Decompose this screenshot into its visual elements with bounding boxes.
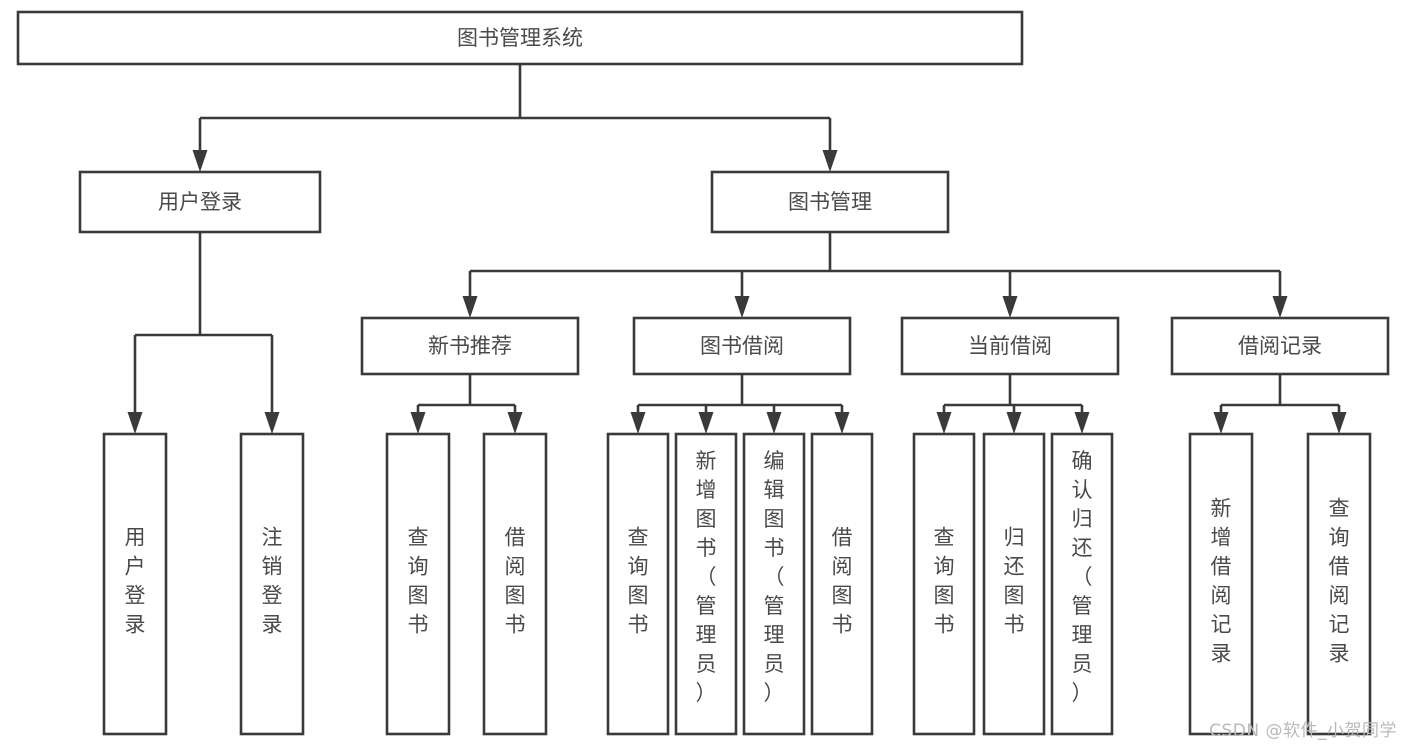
- level2-node-2[interactable]: 图书管理: [710, 170, 950, 234]
- level3-node-2[interactable]: 图书借阅: [632, 316, 852, 376]
- leaf-node-13[interactable]: 查询借阅记录: [1306, 432, 1372, 736]
- arrow-head-icon: [766, 412, 782, 434]
- arrow-head-icon: [410, 412, 426, 434]
- leaf-node-7[interactable]: 编辑图书（管理员）: [742, 432, 806, 736]
- leaf-node-label: 新增图书（管理员）: [696, 449, 717, 705]
- level3-node-4[interactable]: 借阅记录: [1170, 316, 1390, 376]
- arrow-head-icon: [1002, 296, 1018, 318]
- leaf-node-label: 用户登录: [125, 526, 146, 637]
- root-node-box: [16, 10, 1024, 66]
- level3-node-label: 借阅记录: [1238, 334, 1322, 358]
- leaf-node-label: 查询图书: [628, 526, 649, 637]
- leaf-node-label: 编辑图书（管理员）: [764, 449, 785, 705]
- level3-node-box: [360, 316, 580, 376]
- leaf-node-box: [674, 432, 738, 736]
- level3-node-3[interactable]: 当前借阅: [900, 316, 1120, 376]
- leaf-node-label: 确认归还（管理员）: [1072, 449, 1093, 705]
- nodes-layer: 图书管理系统用户登录图书管理新书推荐图书借阅当前借阅借阅记录用户登录注销登录查询…: [16, 10, 1390, 736]
- level3-node-1[interactable]: 新书推荐: [360, 316, 580, 376]
- leaf-node-9[interactable]: 查询图书: [912, 432, 976, 736]
- level3-node-label: 图书借阅: [700, 334, 784, 358]
- leaf-node-label: 查询图书: [934, 526, 955, 637]
- arrow-head-icon: [1331, 412, 1347, 434]
- leaf-node-box: [1306, 432, 1372, 736]
- arrow-head-icon: [734, 296, 750, 318]
- leaf-node-box: [912, 432, 976, 736]
- leaf-node-box: [742, 432, 806, 736]
- leaf-node-label: 查询借阅记录: [1329, 497, 1350, 666]
- level3-node-box: [1170, 316, 1390, 376]
- leaf-node-label: 查询图书: [408, 526, 429, 637]
- arrow-head-icon: [834, 412, 850, 434]
- arrow-head-icon: [264, 412, 280, 434]
- leaf-node-label: 归还图书: [1004, 526, 1025, 637]
- leaf-node-box: [385, 432, 451, 736]
- arrow-head-icon: [507, 412, 523, 434]
- arrow-head-icon: [1213, 412, 1229, 434]
- level3-node-label: 当前借阅: [968, 334, 1052, 358]
- arrow-head-icon: [1006, 412, 1022, 434]
- leaf-node-label: 借阅图书: [505, 526, 526, 637]
- root-node-label: 图书管理系统: [457, 26, 583, 50]
- leaf-node-12[interactable]: 新增借阅记录: [1188, 432, 1254, 736]
- leaf-node-10[interactable]: 归还图书: [982, 432, 1046, 736]
- arrow-head-icon: [127, 412, 143, 434]
- level2-node-1[interactable]: 用户登录: [78, 170, 322, 234]
- level3-node-label: 新书推荐: [428, 334, 512, 358]
- leaf-node-box: [1050, 432, 1114, 736]
- arrow-head-icon: [192, 150, 208, 172]
- leaf-node-2[interactable]: 注销登录: [239, 432, 305, 736]
- leaf-node-5[interactable]: 查询图书: [606, 432, 670, 736]
- leaf-node-label: 新增借阅记录: [1211, 497, 1232, 666]
- level2-node-label: 图书管理: [788, 190, 872, 214]
- arrow-head-icon: [936, 412, 952, 434]
- leaf-node-box: [239, 432, 305, 736]
- level3-node-box: [900, 316, 1120, 376]
- leaf-node-1[interactable]: 用户登录: [102, 432, 168, 736]
- leaf-node-6[interactable]: 新增图书（管理员）: [674, 432, 738, 736]
- root-node-1[interactable]: 图书管理系统: [16, 10, 1024, 66]
- leaf-node-box: [982, 432, 1046, 736]
- level2-node-label: 用户登录: [158, 190, 242, 214]
- arrow-head-icon: [698, 412, 714, 434]
- level2-node-box: [710, 170, 950, 234]
- leaf-node-label: 借阅图书: [832, 526, 853, 637]
- arrow-head-icon: [630, 412, 646, 434]
- level3-node-box: [632, 316, 852, 376]
- leaf-node-box: [1188, 432, 1254, 736]
- level2-node-box: [78, 170, 322, 234]
- arrow-head-icon: [462, 296, 478, 318]
- arrow-head-icon: [1074, 412, 1090, 434]
- arrow-head-icon: [1272, 296, 1288, 318]
- leaf-node-4[interactable]: 借阅图书: [482, 432, 548, 736]
- leaf-node-box: [482, 432, 548, 736]
- leaf-node-label: 注销登录: [262, 526, 283, 637]
- arrow-head-icon: [822, 150, 838, 172]
- leaf-node-box: [102, 432, 168, 736]
- leaf-node-8[interactable]: 借阅图书: [810, 432, 874, 736]
- leaf-node-box: [606, 432, 670, 736]
- leaf-node-box: [810, 432, 874, 736]
- edges-layer: [127, 64, 1347, 434]
- leaf-node-11[interactable]: 确认归还（管理员）: [1050, 432, 1114, 736]
- leaf-node-3[interactable]: 查询图书: [385, 432, 451, 736]
